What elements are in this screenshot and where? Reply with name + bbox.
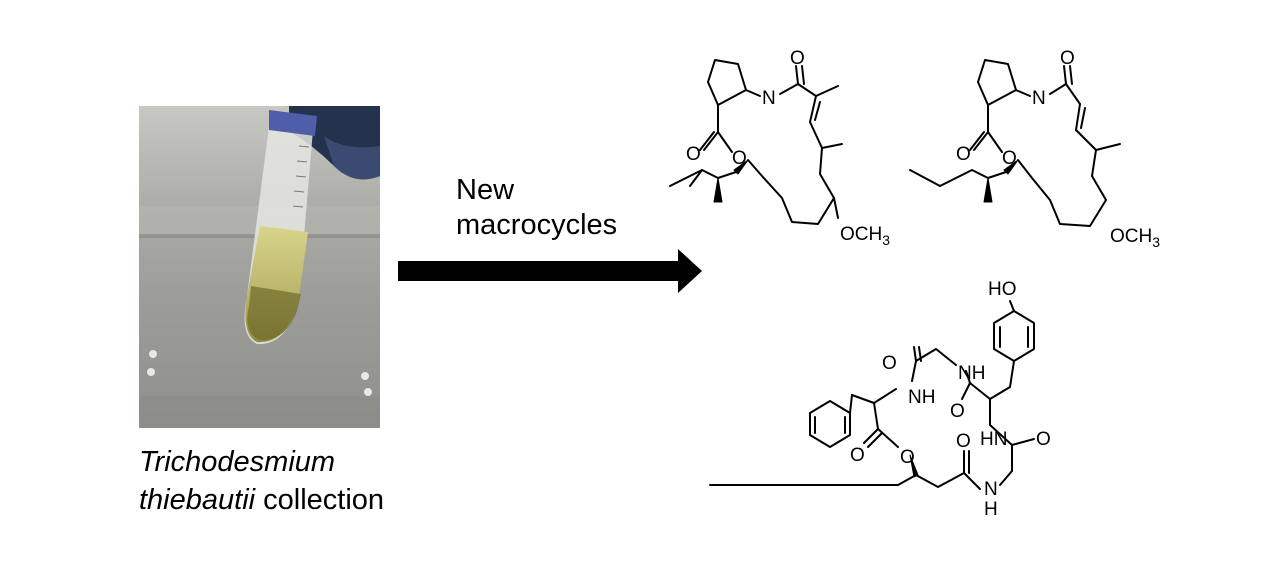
ester-carbonyl-oxygen-label: O (686, 144, 701, 165)
test-tube-photo (139, 106, 380, 428)
macrocycle-structure-2: N O O O OCH3 (909, 48, 1160, 250)
methoxy-label: OCH3 (1110, 226, 1160, 250)
amide-nh-label-2: NH (908, 387, 935, 408)
hydroxyl-label: HO (988, 279, 1017, 300)
arrow-label-line1: New (456, 174, 515, 206)
methoxy-label: OCH3 (840, 224, 890, 248)
oxygen-label-3: O (1036, 429, 1051, 450)
ester-oxygen-label: O (732, 148, 747, 169)
ester-carbonyl-oxygen-label: O (850, 445, 865, 466)
right-arrow-icon (398, 249, 702, 293)
amide-nh-label-1: NH (958, 363, 985, 384)
ester-oxygen-label: O (900, 447, 915, 468)
ester-carbonyl-oxygen-label: O (956, 144, 971, 165)
cyclic-depsipeptide-structure: HO O NH NH O HN O O O O N H O (709, 279, 1051, 520)
species-name-line2: thiebautii (139, 484, 256, 516)
macrocycle-structure-1: N O O O OCH3 (669, 48, 890, 248)
photo-caption: Trichodesmium thiebautii collection (139, 443, 384, 519)
oxygen-label-1: O (882, 353, 897, 374)
ester-oxygen-label: O (1002, 148, 1017, 169)
oxygen-label-4: O (956, 431, 971, 452)
amide-n-label: N (984, 479, 998, 500)
arrow-label-line2: macrocycles (456, 209, 618, 241)
nitrogen-label: N (762, 88, 776, 109)
nitrogen-label: N (1032, 88, 1046, 109)
arrow-label: New macrocycles (456, 173, 617, 243)
oxygen-label-2: O (950, 401, 965, 422)
caption-suffix: collection (263, 484, 385, 516)
species-name-line1: Trichodesmium (139, 446, 336, 478)
carbonyl-oxygen-label: O (790, 48, 805, 69)
amide-h-label: H (984, 499, 998, 520)
carbonyl-oxygen-label: O (1060, 48, 1075, 69)
amide-hn-label: HN (980, 429, 1007, 450)
